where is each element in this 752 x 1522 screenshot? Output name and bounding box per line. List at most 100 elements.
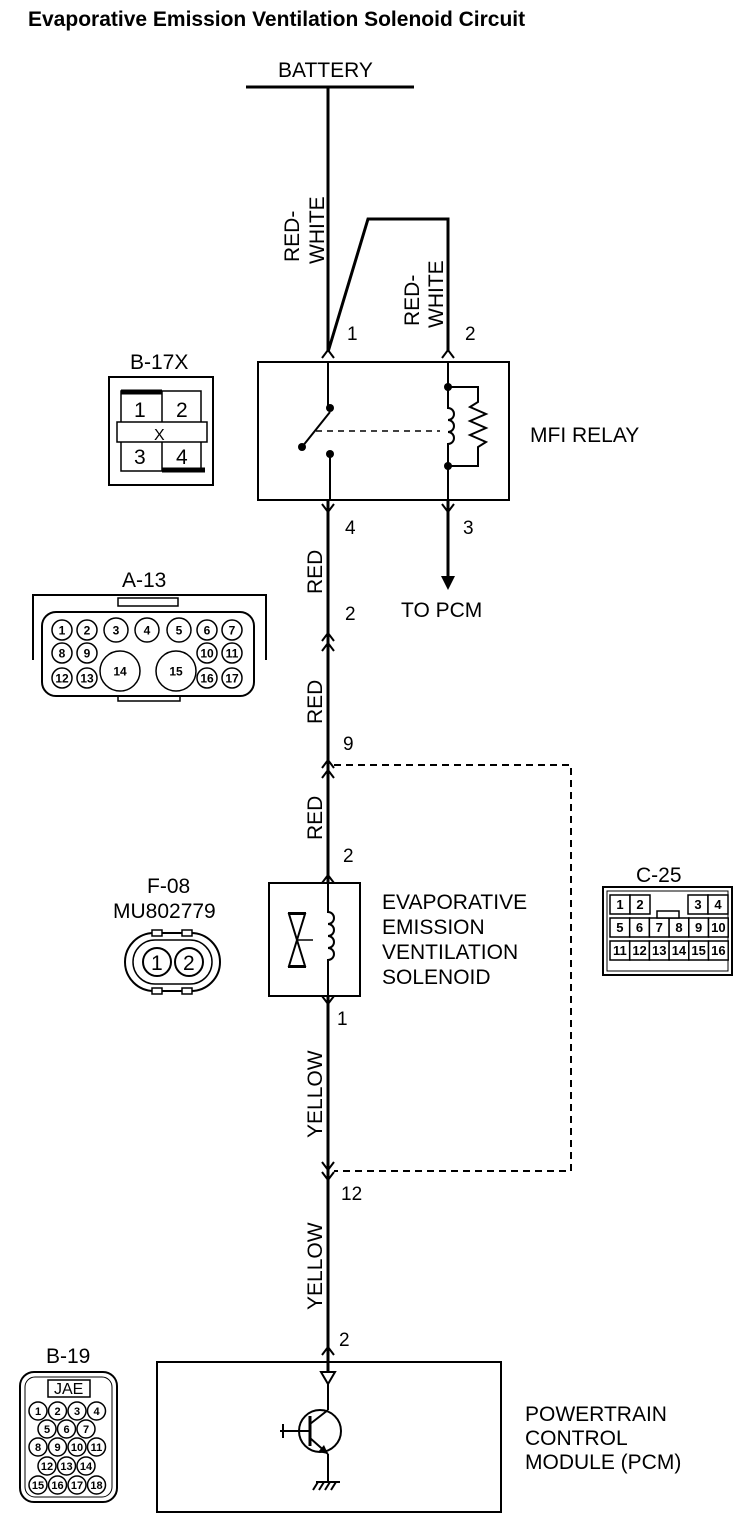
c25-pin-3: 3: [694, 897, 701, 912]
a13-pin-10: 10: [200, 646, 214, 660]
c25-top-pin-label: 9: [343, 734, 354, 755]
c25-bottom-junction-lower-marker: [321, 1171, 335, 1182]
a13-pin-5-shape: [166, 617, 192, 643]
c25-pin-13: 13: [652, 943, 666, 958]
b19-pin-10: 10: [71, 1442, 83, 1454]
b19-pin-14-shape: [76, 1456, 96, 1476]
wire-label-yellow-2: YELLOW: [304, 1222, 327, 1310]
b19-pin-15: 15: [32, 1480, 44, 1492]
wire-label-red-2: RED: [304, 680, 327, 724]
a13-pin-16: 16: [200, 671, 214, 685]
b19-pin-3: 3: [74, 1406, 80, 1418]
c25-pin-10: 10: [711, 920, 725, 935]
to-pcm-label: TO PCM: [401, 599, 482, 622]
a13-pin-7: 7: [229, 623, 236, 637]
a13-pin-16-shape: [196, 667, 218, 689]
b19-pin-10-shape: [67, 1437, 87, 1457]
c25-pin-11: 11: [613, 943, 627, 958]
a13-pin-3-shape: [103, 617, 129, 643]
b19-pin-3-shape: [67, 1401, 87, 1421]
wire-label-red-white-left-2: WHITE: [306, 196, 329, 264]
pcm-ground-icon: [312, 1481, 340, 1491]
a13-pin-1: 1: [59, 623, 66, 637]
b19-pin-12: 12: [41, 1461, 53, 1473]
a13-pin-5: 5: [176, 623, 183, 637]
solenoid-coil: [327, 883, 335, 996]
solenoid-box: [268, 882, 361, 997]
a13-pin-14: 14: [113, 664, 127, 678]
a13-pin-13-shape: [76, 667, 98, 689]
b19-pin-11-shape: [86, 1437, 107, 1457]
connector-a13-name: A-13: [122, 569, 166, 592]
a13-pin-13: 13: [80, 671, 94, 685]
b19-key-label: JAE: [54, 1381, 83, 1398]
b19-pin-15-shape: [28, 1475, 48, 1495]
b17x-pin-x: X: [154, 427, 165, 444]
b19-pin-6: 6: [63, 1424, 69, 1436]
a13-pin-17: 17: [225, 671, 239, 685]
c25-pin-7: 7: [656, 920, 663, 935]
c25-top-junction-upper-marker: [321, 758, 335, 769]
a13-pin-9-shape: [76, 642, 98, 664]
connector-b17x-name: B-17X: [130, 351, 188, 374]
b17x-pin-2: 2: [176, 399, 188, 422]
relay-pin1-marker: [321, 348, 335, 359]
a13-pin-12: 12: [55, 671, 69, 685]
c25-pin-1: 1: [616, 897, 623, 912]
pcm-transistor-icon: [280, 1384, 342, 1482]
c25-pin-16-cell: [707, 940, 729, 961]
b19-pin-1: 1: [35, 1406, 41, 1418]
solenoid-pin2-marker: [321, 873, 335, 884]
a13-junction-lower-marker: [321, 641, 335, 652]
a13-pin-15: 15: [169, 664, 183, 678]
a13-pin-12-shape: [51, 667, 73, 689]
a13-pin-9: 9: [84, 646, 91, 660]
pcm-label-line2: CONTROL: [525, 1427, 628, 1450]
c25-pin-2-cell: [629, 894, 651, 915]
b19-pin-4-shape: [86, 1401, 107, 1421]
solenoid-label-line3: VENTILATION: [382, 941, 518, 964]
solenoid-label-line1: EVAPORATIVE: [382, 891, 527, 914]
c25-connector-dashed-outline: [334, 764, 572, 1172]
a13-pin-8: 8: [59, 646, 66, 660]
c25-pin-8: 8: [675, 920, 682, 935]
c25-pin-5: 5: [616, 920, 623, 935]
c25-pin-15: 15: [691, 943, 705, 958]
connector-f08-name: F-08: [147, 875, 190, 898]
a13-pin-3: 3: [113, 623, 120, 637]
relay-switch-blade: [301, 411, 331, 448]
connector-f08: F-08 MU802779 1 2: [113, 875, 221, 995]
b19-pin-17: 17: [71, 1480, 83, 1492]
b19-pin-5-shape: [37, 1419, 57, 1439]
b19-pin-2: 2: [54, 1406, 60, 1418]
c25-pin-12: 12: [632, 943, 646, 958]
b19-pin-1-shape: [28, 1401, 48, 1421]
c25-bottom-junction-upper-marker: [321, 1161, 335, 1172]
a13-pin-6: 6: [204, 623, 211, 637]
a13-pin-6-shape: [196, 619, 218, 641]
relay-resistor: [448, 386, 489, 467]
a13-pin-8-shape: [51, 642, 73, 664]
solenoid-pin2-label: 2: [343, 846, 354, 867]
b19-pin-16-shape: [47, 1475, 68, 1495]
solenoid-label-line4: SOLENOID: [382, 966, 491, 989]
c25-pin-16: 16: [711, 943, 725, 958]
to-pcm-arrow: [441, 576, 455, 590]
solenoid-pin1-label: 1: [337, 1009, 348, 1030]
relay-switch-contact-nc: [326, 404, 334, 412]
b19-pin-4: 4: [93, 1406, 100, 1418]
wire-label-red-white-right-2: WHITE: [425, 260, 448, 328]
c25-pin-14: 14: [672, 943, 687, 958]
relay-pin2-label: 2: [465, 324, 476, 345]
pcm-pin2-marker: [321, 1345, 335, 1356]
relay-pin3-label: 3: [463, 518, 474, 539]
pcm-pin2-label: 2: [339, 1330, 350, 1351]
a13-pin-11-shape: [221, 642, 243, 664]
c25-bottom-pin-label: 12: [341, 1184, 362, 1205]
solenoid-label-line2: EMISSION: [382, 916, 485, 939]
